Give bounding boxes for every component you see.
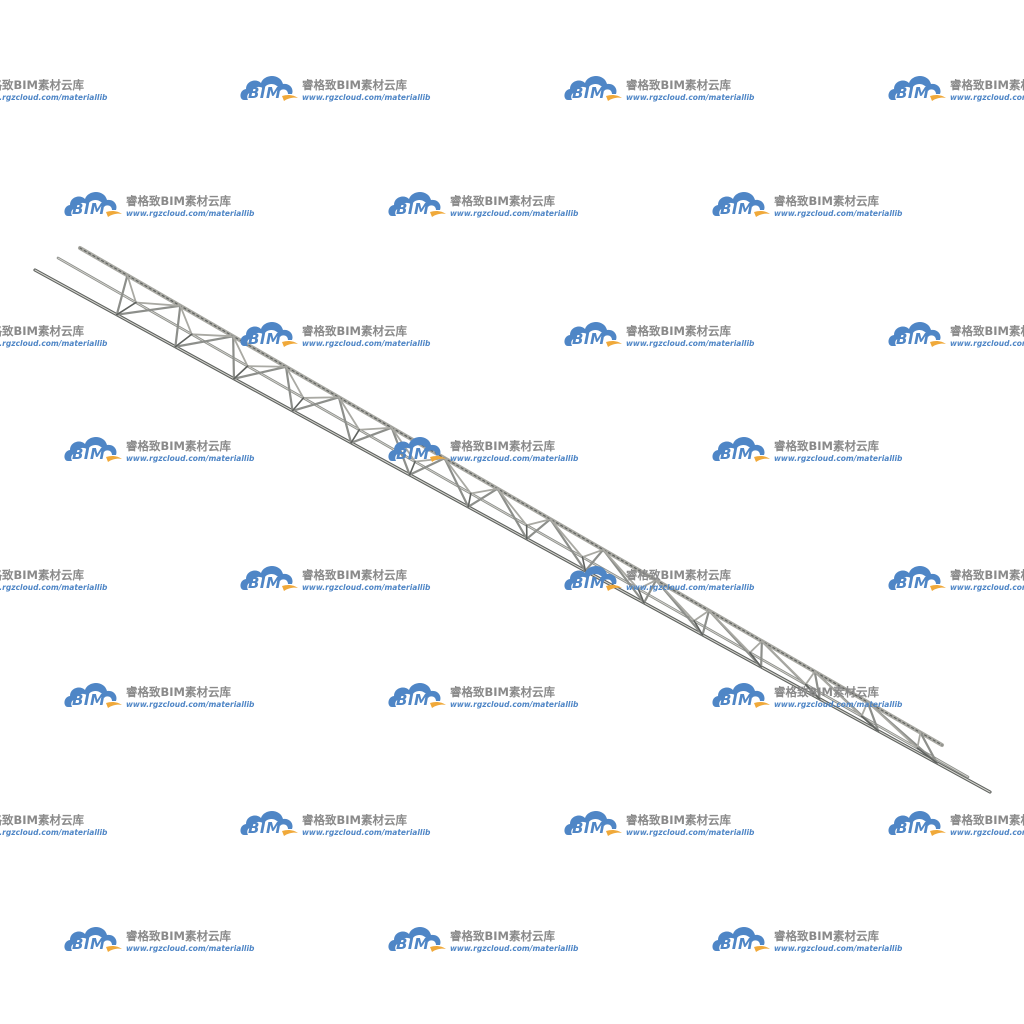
web-diagonal-rebar [115,304,182,316]
web-diagonal-rebar [916,731,922,750]
web-diagonal-rebar [174,335,235,348]
web-diagonal-rebar [760,640,807,686]
web-diagonal-rebar [232,335,236,380]
web-diagonal-rebar [549,518,587,572]
web-diagonal-rebar [804,670,816,686]
cross-tie-rebar [916,747,938,764]
cross-tie-rebar [804,683,821,700]
cross-tie-rebar [291,397,305,412]
cross-tie-rebar [174,333,193,348]
web-diagonal-rebar [179,304,193,336]
web-diagonal-rebar [693,609,710,622]
web-diagonal-rebar [337,396,353,444]
web-diagonal-rebar [866,701,919,750]
web-diagonal-rebar [919,731,938,765]
web-diagonal-rebar [469,487,499,495]
web-diagonal-rebar [525,518,552,527]
web-diagonal-rebar [232,335,249,368]
web-diagonal-rebar [285,365,305,399]
web-diagonal-rebar [443,457,470,508]
web-diagonal-rebar [701,609,711,636]
web-diagonal-rebar [866,700,880,733]
cross-tie-rebar [749,651,762,668]
web-diagonal-rebar [581,548,605,559]
web-diagonal-rebar [642,579,658,604]
web-diagonal-rebar [115,274,129,316]
web-diagonal-rebar [284,365,294,412]
cross-tie-rebar [408,460,416,476]
web-diagonal-rebar [337,396,361,431]
web-diagonal-rebar [860,701,869,718]
web-diagonal-rebar [602,548,640,590]
web-diagonal-rebar [443,457,472,495]
web-diagonal-rebar [302,396,340,399]
cross-tie-rebar [467,492,472,508]
web-diagonal-rebar [467,487,499,508]
cross-tie-rebar [693,619,704,636]
web-diagonal-rebar [350,426,393,444]
web-diagonal-rebar [760,640,763,668]
cross-tie-rebar [860,715,880,732]
web-diagonal-rebar [813,670,821,701]
web-diagonal-rebar [637,579,658,590]
cross-tie-rebar [233,365,249,380]
web-diagonal-rebar [190,333,235,338]
web-diagonal-rebar [549,518,584,559]
web-diagonal-rebar [358,426,393,431]
cross-tie-rebar [116,301,137,316]
web-diagonal-rebar [232,365,288,380]
web-diagonal-rebar [655,579,695,622]
middle-chord-highlight [57,257,969,778]
web-diagonal-rebar [246,365,287,368]
web-diagonal-rebar [291,396,340,412]
web-diagonal-rebar [135,301,182,307]
web-diagonal-rebar [496,487,528,540]
cross-tie-rebar [637,588,645,604]
web-diagonal-rebar [525,518,552,540]
web-diagonal-rebar [174,304,182,348]
web-diagonal-rebar [749,640,763,654]
cross-tie-rebar [350,428,361,444]
web-diagonal-rebar [708,609,751,654]
web-diagonal-rebar [496,487,528,527]
web-diagonal-rebar [813,670,863,718]
web-diagonal-rebar [126,274,137,304]
bottom-chord-highlight [34,269,991,793]
top-chord-rib [79,247,943,746]
